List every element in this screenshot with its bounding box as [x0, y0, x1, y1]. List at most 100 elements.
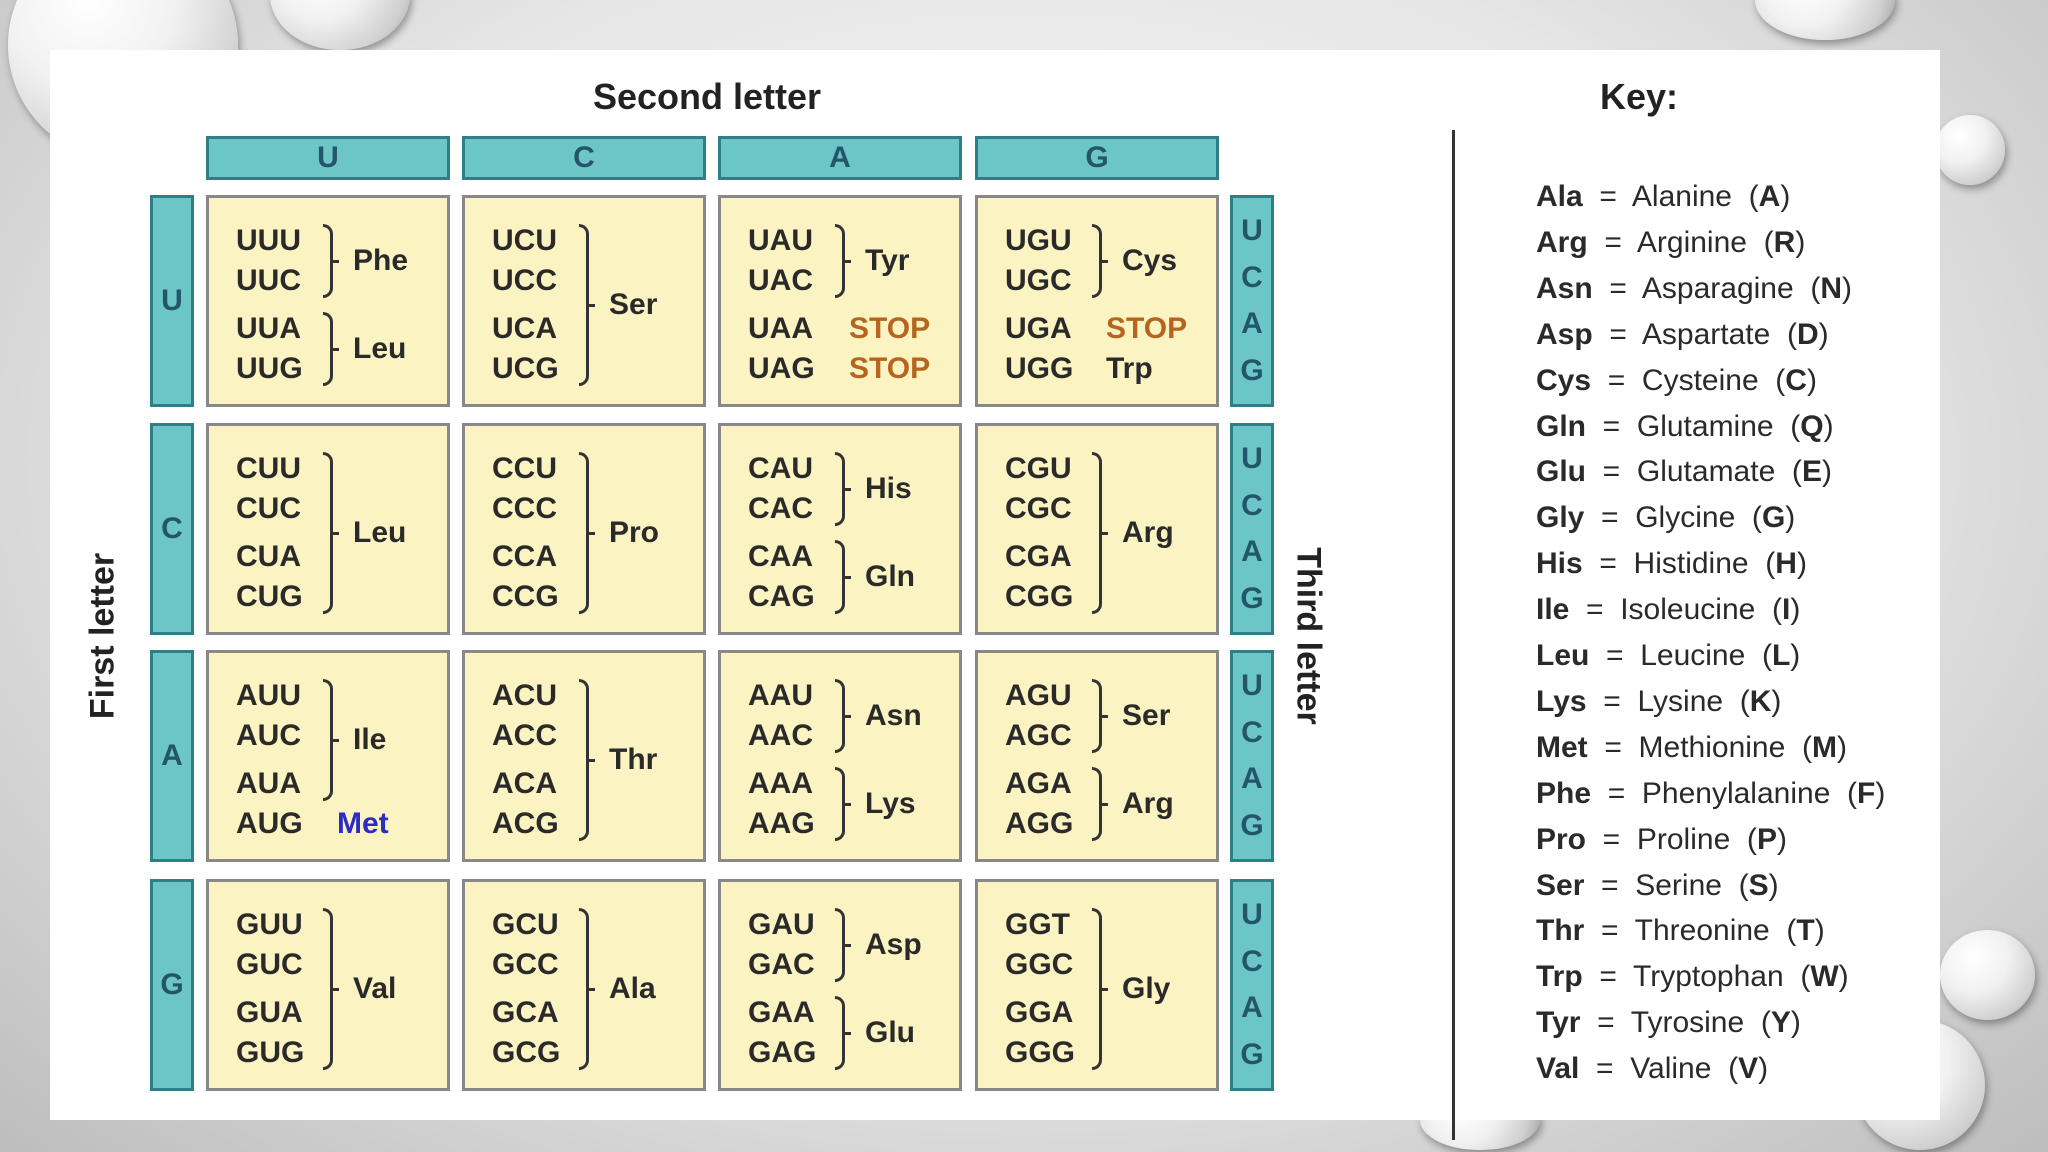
amino-acid-label: His [865, 472, 912, 505]
equals-sign: = [1582, 180, 1632, 213]
key-abbreviation: Asp [1536, 317, 1593, 351]
open-paren: ( [1746, 225, 1774, 259]
key-one-letter-code: Q [1800, 409, 1824, 443]
key-one-letter-code: C [1785, 363, 1807, 397]
third-letter-c: C [1241, 944, 1263, 978]
codon: GGT [1005, 908, 1070, 941]
close-paren: ) [1768, 868, 1779, 902]
key-amino-acid-name: Aspartate [1641, 317, 1771, 351]
codon: GUA [236, 996, 303, 1029]
codon: CAA [748, 540, 813, 573]
key-entry: Val = Valine (V) [1536, 1052, 1768, 1086]
bracket-icon [323, 452, 339, 614]
amino-acid-label: Phe [353, 244, 409, 277]
key-one-letter-code: H [1775, 547, 1797, 581]
bracket-icon [1092, 679, 1108, 753]
open-paren: ( [1758, 363, 1786, 397]
codon: GAU [748, 908, 815, 941]
key-one-letter-code: V [1738, 1052, 1759, 1086]
bracket-icon [579, 452, 595, 614]
equals-sign: = [1591, 776, 1642, 810]
close-paren: ) [1785, 501, 1796, 535]
bracket-icon [323, 312, 339, 386]
key-abbreviation: Pro [1536, 822, 1587, 856]
amino-acid-label: Glu [865, 1016, 915, 1049]
amino-acid-label: Leu [353, 332, 407, 365]
bracket-icon [835, 540, 851, 614]
codon: ACU [492, 679, 557, 712]
open-paren: ( [1769, 914, 1797, 948]
open-paren: ( [1773, 409, 1801, 443]
key-amino-acid-name: Alanine [1631, 180, 1732, 213]
codon: AAC [748, 719, 813, 752]
key-entry: Phe = Phenylalanine (F) [1536, 777, 1885, 811]
key-entry: Ile = Isoleucine (I) [1536, 593, 1800, 627]
close-paren: ) [1814, 914, 1825, 948]
key-entry: Ala = Alanine (A) [1536, 180, 1790, 214]
codon: CAC [748, 492, 813, 525]
second-letter-header-c: C [462, 136, 706, 180]
key-one-letter-code: Y [1770, 1006, 1791, 1040]
third-letter-u: U [1241, 898, 1263, 932]
equals-sign: = [1589, 639, 1641, 672]
codon: AGC [1005, 719, 1072, 752]
key-entry: Arg = Arginine (R) [1536, 226, 1805, 260]
close-paren: ) [1838, 960, 1849, 994]
bracket-icon [323, 679, 339, 801]
key-one-letter-code: R [1773, 225, 1796, 259]
close-paren: ) [1795, 225, 1806, 259]
key-amino-acid-name: Threonine [1634, 914, 1770, 948]
amino-acid-label: Tyr [865, 244, 910, 277]
codon: CGG [1005, 580, 1074, 613]
key-amino-acid-name: Asparagine [1641, 271, 1794, 305]
key-entry: Met = Methionine (M) [1536, 731, 1847, 765]
key-amino-acid-name: Glutamate [1636, 455, 1776, 489]
amino-acid-label: Trp [1106, 352, 1153, 385]
close-paren: ) [1806, 363, 1817, 397]
codon: GCA [492, 996, 559, 1029]
third-letter-a: A [1241, 535, 1263, 569]
first-letter-header-g: G [150, 879, 194, 1091]
amino-acid-label: Met [337, 807, 389, 840]
codon: UCU [492, 224, 557, 257]
third-letter-c: C [1241, 260, 1263, 294]
equals-sign: = [1592, 317, 1642, 351]
third-letter-g: G [1240, 808, 1264, 842]
open-paren: ( [1793, 271, 1821, 305]
key-one-letter-code: M [1811, 730, 1837, 764]
open-paren: ( [1721, 868, 1749, 902]
key-one-letter-code: D [1797, 317, 1819, 351]
codon-table-panel: Second letter First letter Third letter … [50, 50, 1940, 1140]
key-amino-acid-name: Glutamine [1636, 409, 1774, 443]
codon: ACA [492, 767, 557, 800]
codon: CGU [1005, 452, 1072, 485]
amino-acid-label: Ile [353, 723, 387, 756]
second-letter-header-g: G [975, 136, 1219, 180]
open-paren: ( [1711, 1052, 1739, 1086]
codon: CCC [492, 492, 557, 525]
open-paren: ( [1783, 960, 1811, 994]
key-entry: Lys = Lysine (K) [1536, 685, 1781, 719]
codon: AGG [1005, 807, 1074, 840]
equals-sign: = [1591, 363, 1642, 397]
equals-sign: = [1586, 822, 1637, 856]
close-paren: ) [1821, 455, 1832, 489]
third-letter-g: G [1240, 581, 1264, 615]
key-amino-acid-name: Tryptophan [1633, 960, 1784, 994]
codon: UAU [748, 224, 813, 257]
codon: AAU [748, 679, 813, 712]
codon: GAG [748, 1036, 817, 1069]
key-abbreviation: His [1536, 547, 1583, 581]
key-one-letter-code: A [1758, 180, 1781, 213]
third-letter-u: U [1241, 669, 1263, 703]
key-entry: His = Histidine (H) [1536, 547, 1807, 581]
open-paren: ( [1723, 684, 1750, 718]
second-letter-header-u: U [206, 136, 450, 180]
close-paren: ) [1790, 639, 1801, 672]
key-one-letter-code: P [1756, 822, 1777, 856]
